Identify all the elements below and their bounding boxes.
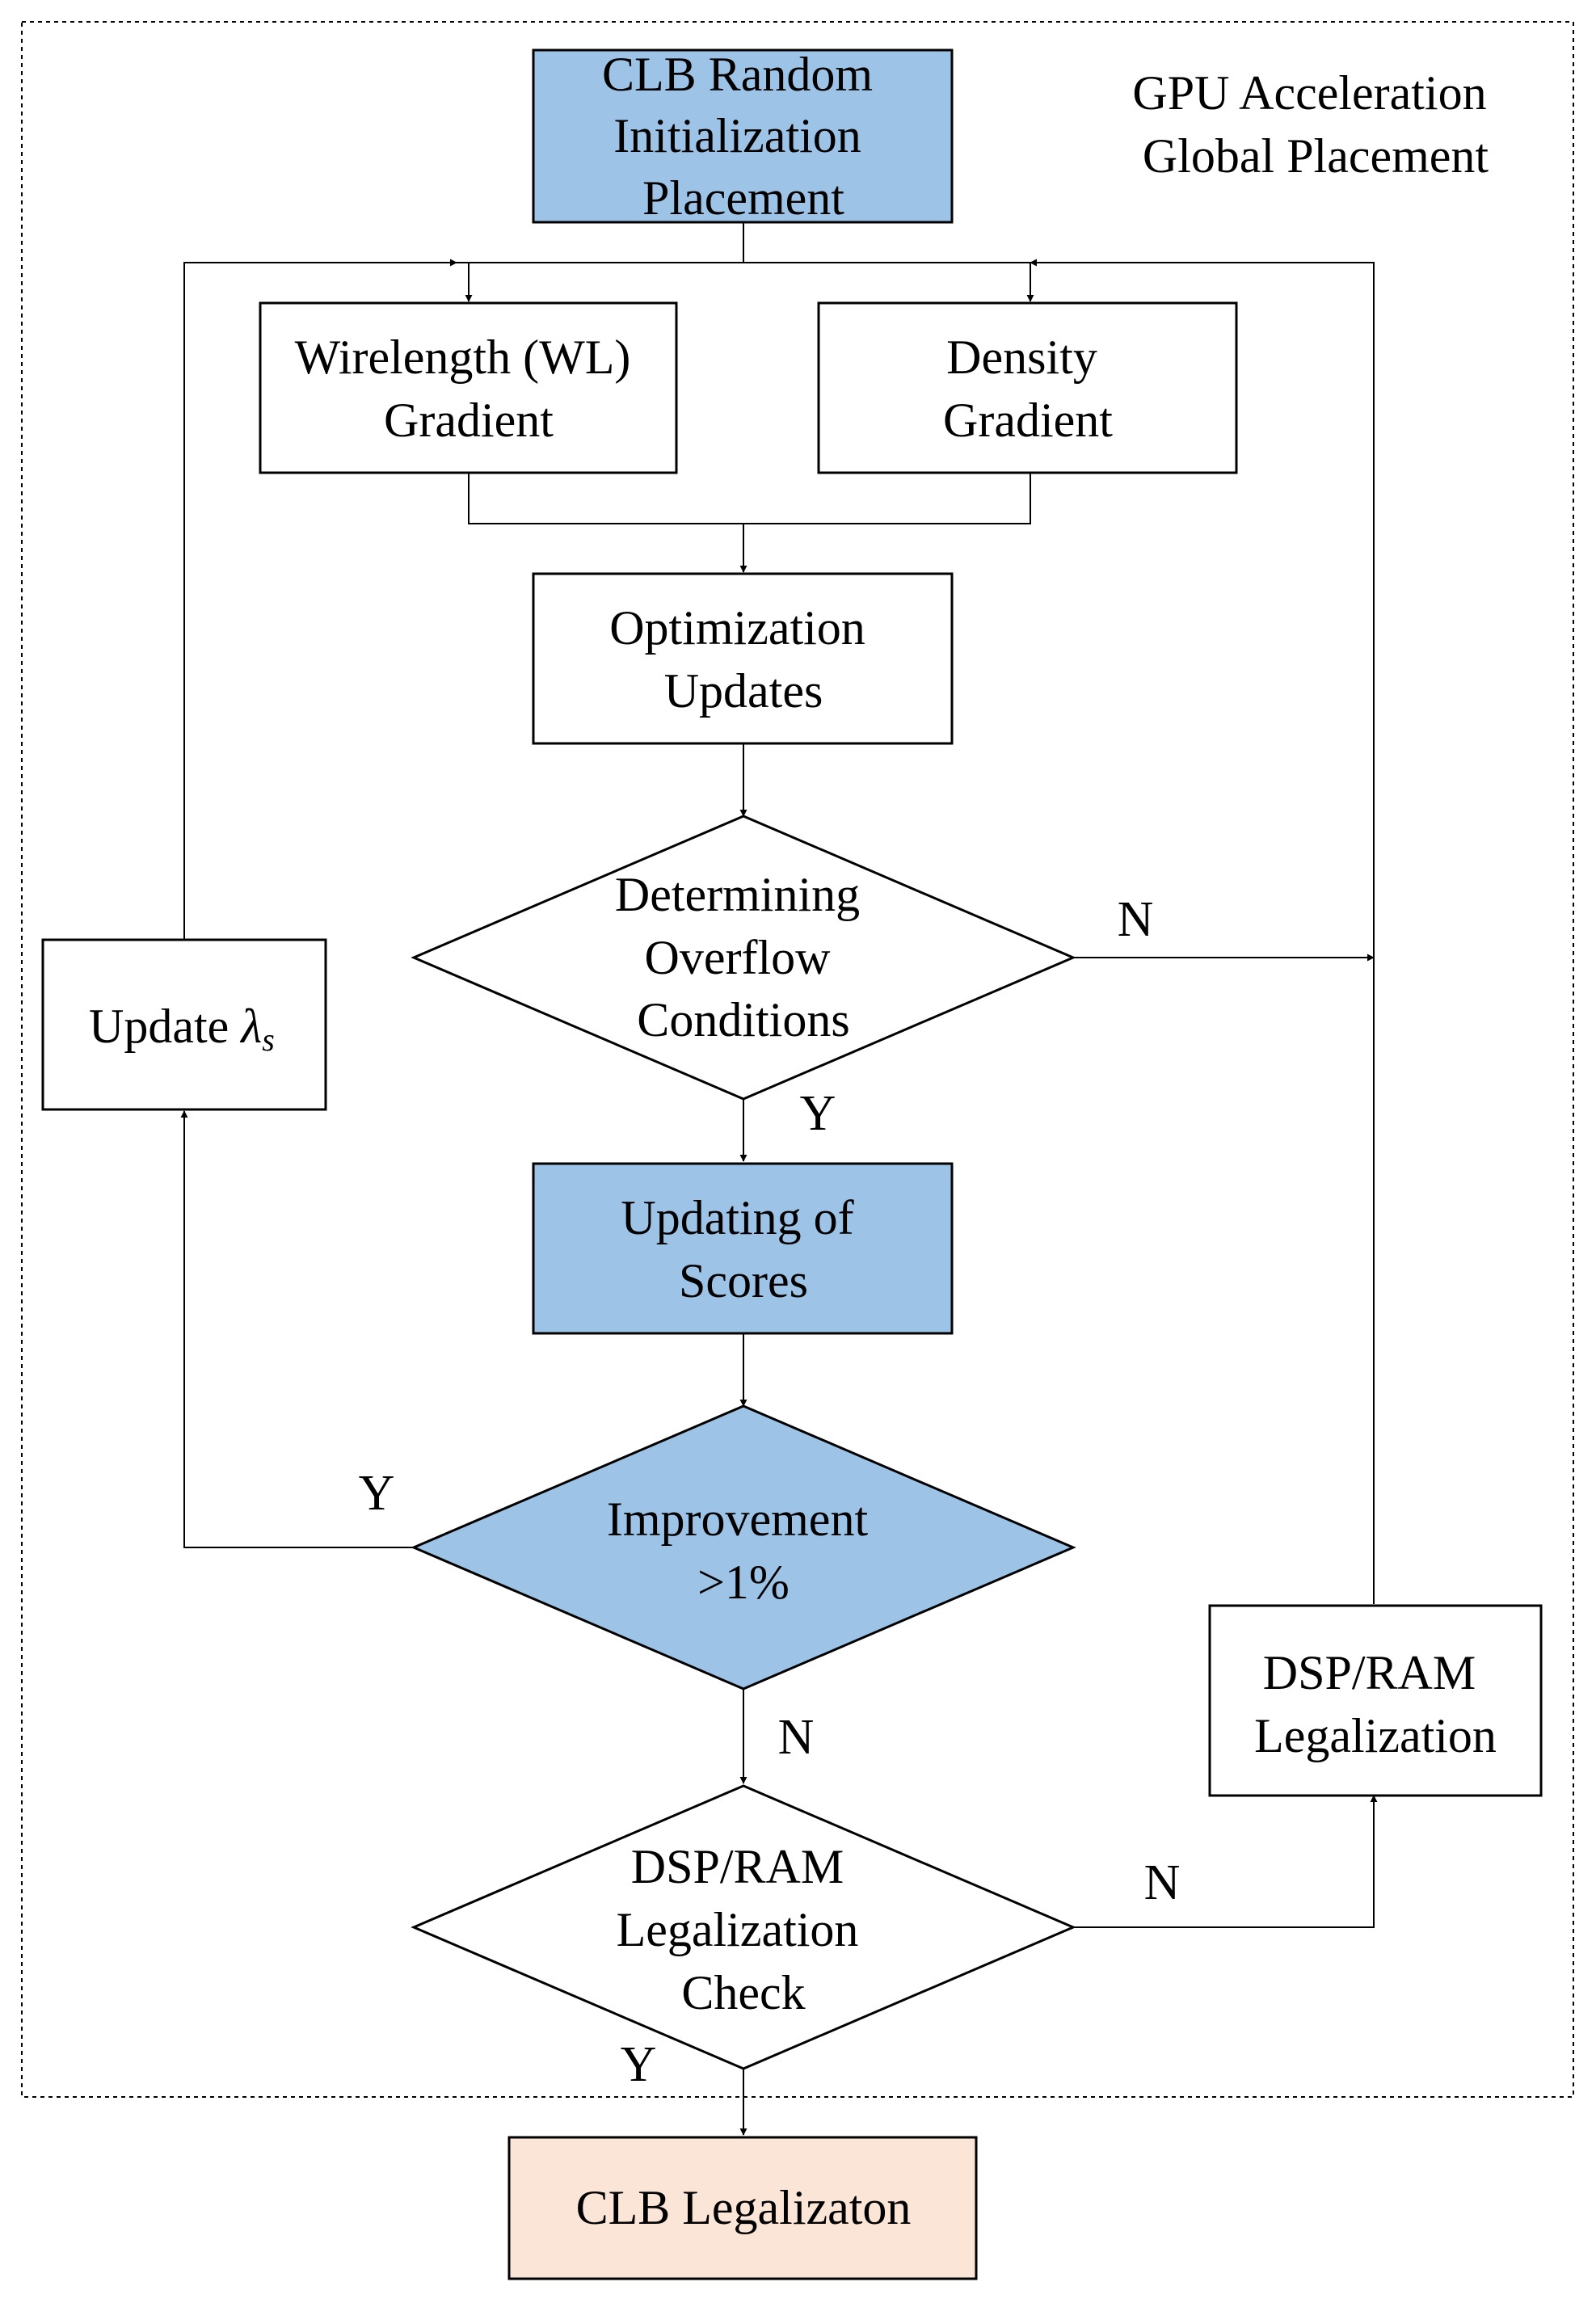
legalization-check-label: DSP/RAM Legalization Check xyxy=(617,1840,871,2019)
update-lambda-node: Update λs xyxy=(41,938,327,1111)
clb-legalization-label: CLB Legalizaton xyxy=(576,2181,912,2234)
check-no-arrow xyxy=(1073,1795,1378,1928)
density-gradient-node: Density Gradient xyxy=(817,301,1238,474)
improvement-decision: Improvement >1% xyxy=(411,1404,1076,1690)
optimization-node: Optimization Updates xyxy=(532,572,954,745)
overflow-decision: Determining Overflow Conditions xyxy=(411,815,1076,1101)
optimization-label: Optimization Updates xyxy=(609,601,878,718)
dspram-legalization-label: DSP/RAM Legalization xyxy=(1254,1646,1497,1762)
dspram-legalization-node: DSP/RAM Legalization xyxy=(1208,1604,1543,1797)
wl-gradient-label: Wirelength (WL) Gradient xyxy=(295,331,643,447)
init-placement-label: CLB Random Initialization Placement xyxy=(602,48,885,225)
init-placement-node: CLB Random Initialization Placement xyxy=(532,48,954,225)
dspram-loop-arrow xyxy=(1030,259,1375,1604)
improve-yes-arrow xyxy=(180,1110,414,1548)
improve-no-label: N xyxy=(778,1710,815,1765)
wl-gradient-node: Wirelength (WL) Gradient xyxy=(259,301,678,474)
lambda-loop-arrow xyxy=(183,259,457,939)
gpu-region-label: GPU Acceleration Global Placement xyxy=(1132,66,1498,183)
overflow-no-label: N xyxy=(1118,892,1154,947)
update-lambda-label: Update λs xyxy=(89,1000,275,1058)
check-yes-label: Y xyxy=(621,2037,657,2092)
gradient-merge xyxy=(468,473,1031,524)
check-no-label: N xyxy=(1144,1855,1181,1910)
scores-node: Updating of Scores xyxy=(532,1162,954,1335)
overflow-yes-label: Y xyxy=(800,1086,836,1141)
clb-legalization-node: CLB Legalizaton xyxy=(507,2136,978,2280)
scores-label: Updating of Scores xyxy=(621,1191,865,1307)
improvement-label: Improvement >1% xyxy=(607,1493,880,1609)
improve-yes-label: Y xyxy=(359,1466,395,1521)
density-gradient-label: Density Gradient xyxy=(943,331,1113,447)
overflow-label: Determining Overflow Conditions xyxy=(615,868,872,1046)
legalization-check-decision: DSP/RAM Legalization Check xyxy=(411,1784,1076,2070)
gpu-region-border xyxy=(21,21,1574,2098)
